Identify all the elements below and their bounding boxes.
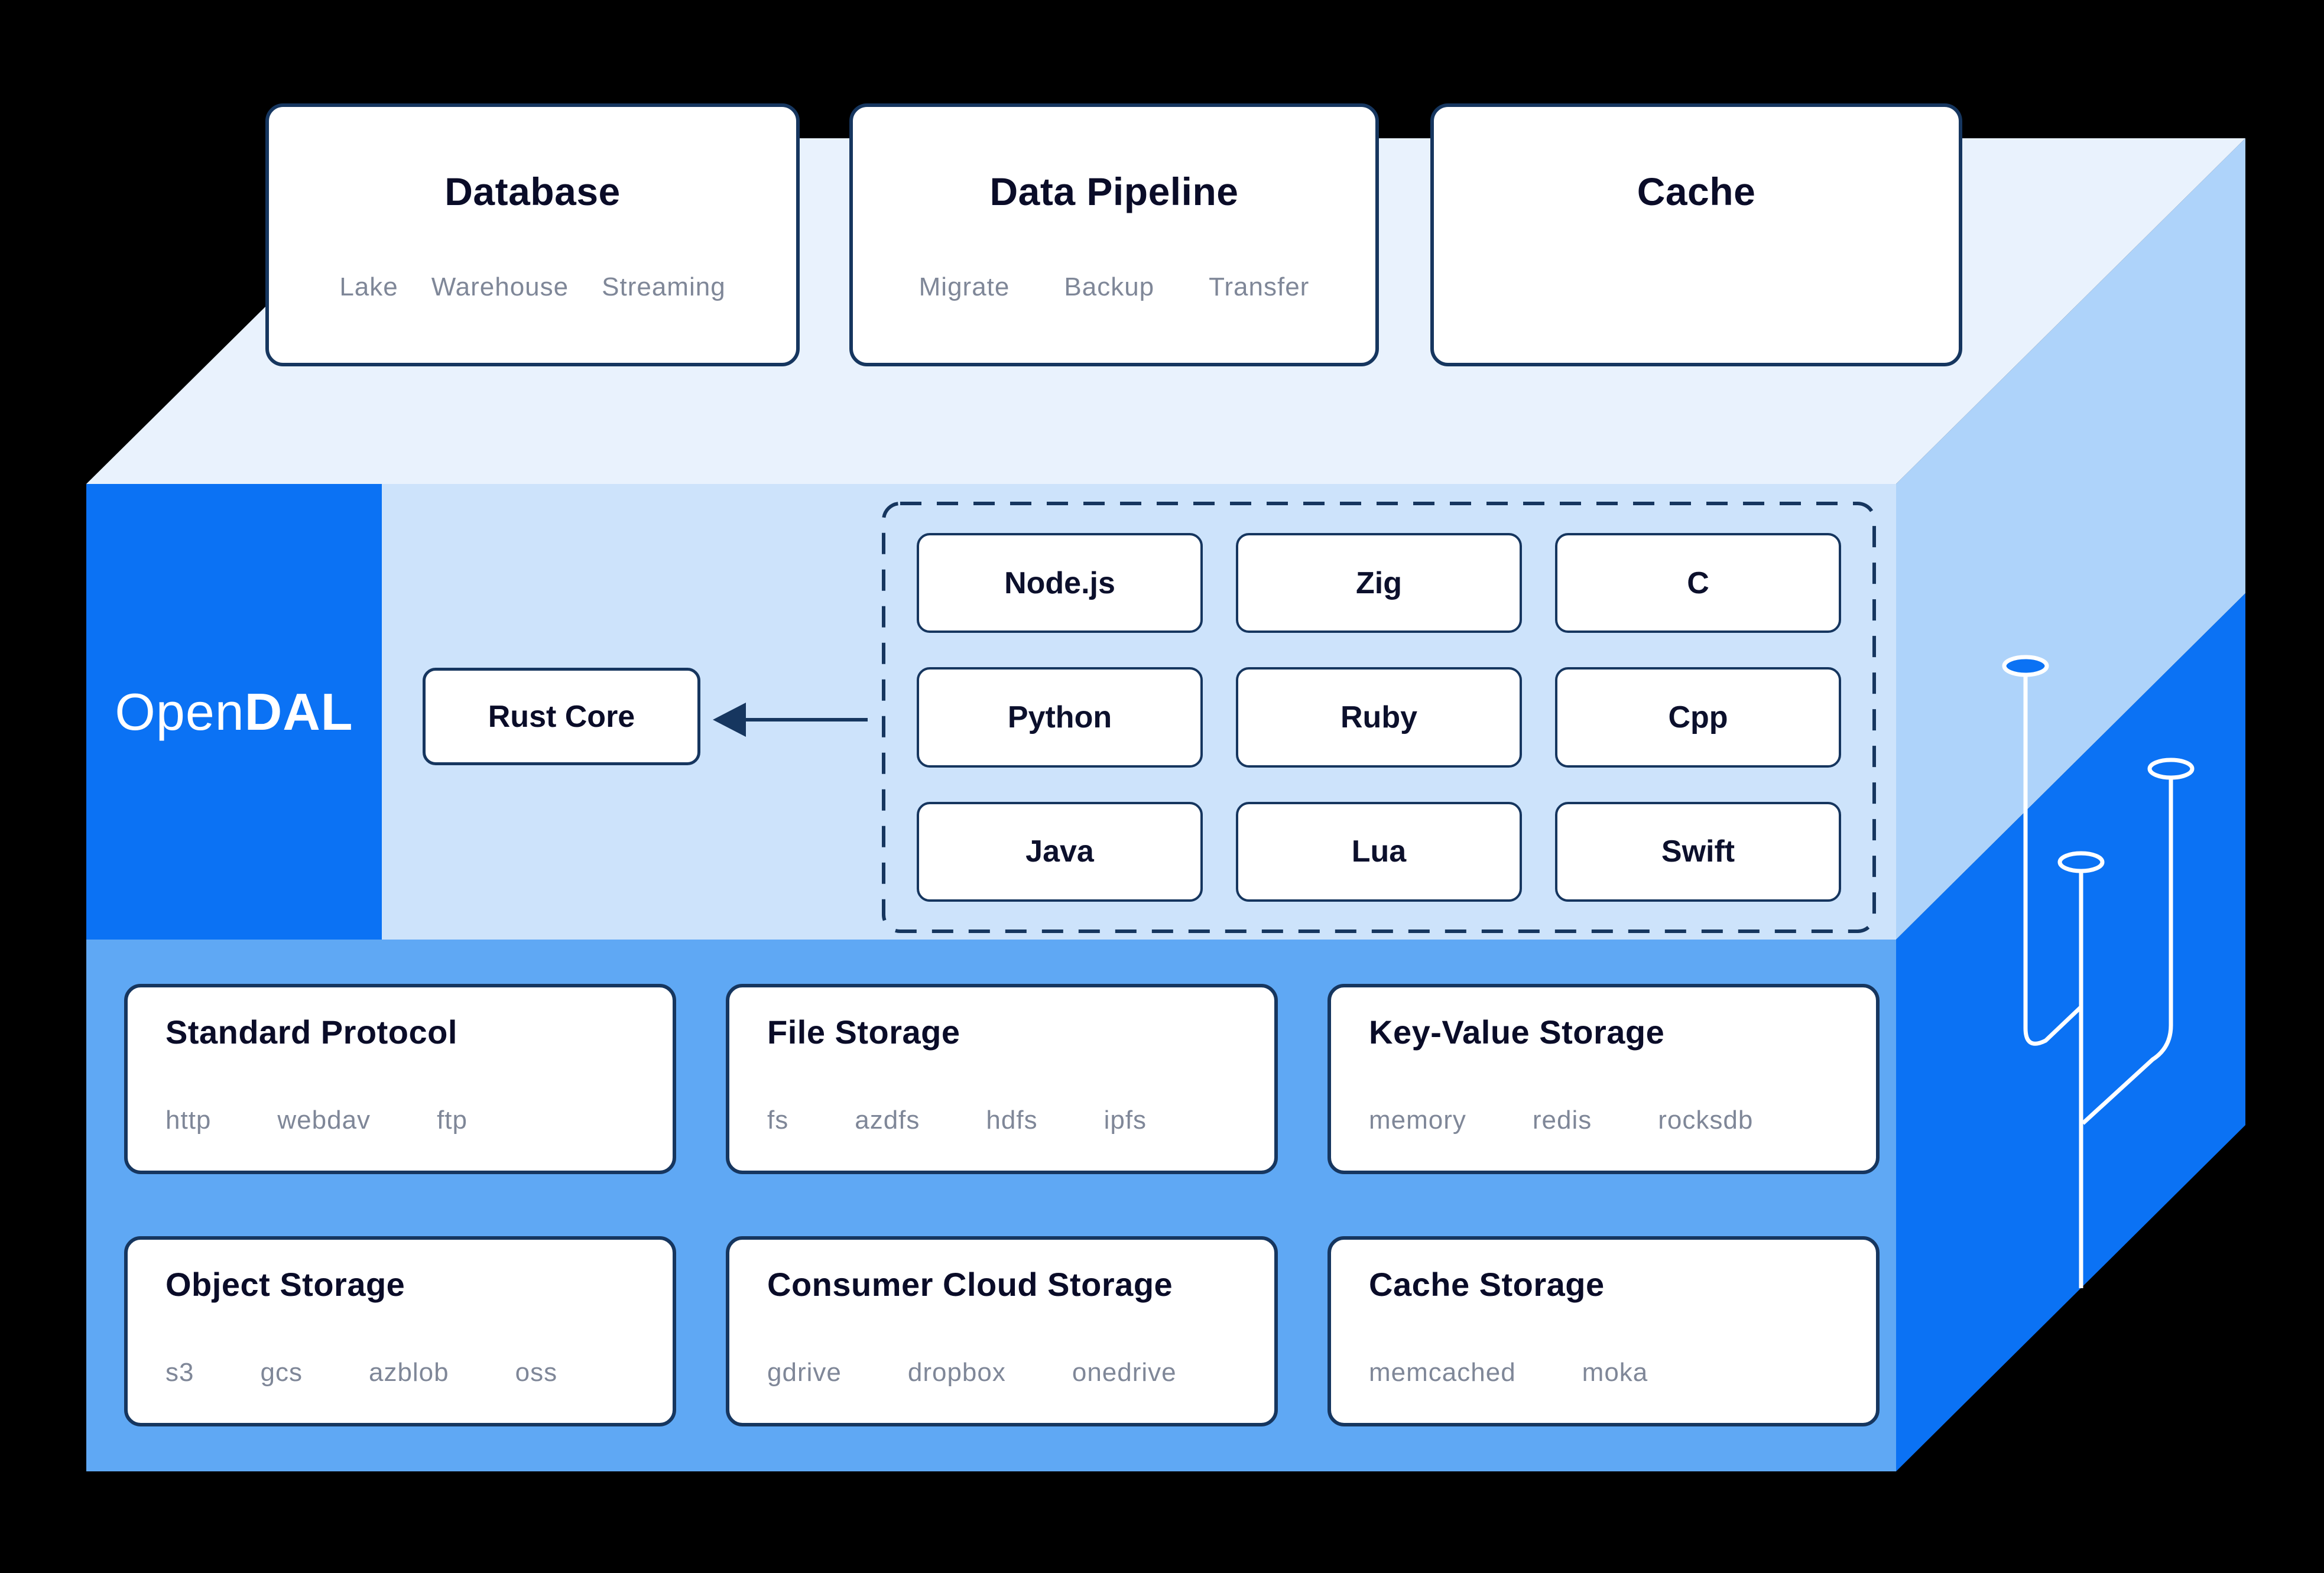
circuit-node-icon bbox=[2002, 655, 2049, 677]
card-item: Transfer bbox=[1209, 272, 1310, 301]
card-items: memory redis rocksdb bbox=[1369, 1106, 1859, 1135]
binding-label: C bbox=[1687, 566, 1709, 600]
card-items: fs azdfs hdfs ipfs bbox=[767, 1106, 1258, 1135]
binding-box-swift: Swift bbox=[1555, 801, 1841, 902]
binding-label: Lua bbox=[1351, 834, 1407, 869]
circuit-nodes bbox=[2002, 655, 2195, 873]
card-item: rocksdb bbox=[1658, 1106, 1754, 1135]
storage-card-cache-storage: Cache Storage memcached moka bbox=[1327, 1236, 1880, 1426]
arrow-head-icon bbox=[713, 703, 746, 737]
card-item: redis bbox=[1532, 1106, 1592, 1135]
opendal-brand-panel bbox=[86, 484, 382, 940]
card-title: Key-Value Storage bbox=[1369, 1013, 1665, 1051]
storage-card-object-storage: Object Storage s3 gcs azblob oss bbox=[124, 1236, 676, 1426]
storage-card-file-storage: File Storage fs azdfs hdfs ipfs bbox=[726, 984, 1278, 1174]
card-item: http bbox=[165, 1106, 212, 1135]
binding-box-cpp: Cpp bbox=[1555, 667, 1841, 768]
binding-label: Cpp bbox=[1668, 700, 1728, 734]
card-items: http webdav ftp bbox=[165, 1106, 656, 1135]
card-item: memcached bbox=[1369, 1358, 1516, 1387]
card-items: Migrate Backup Transfer bbox=[919, 272, 1310, 302]
card-item: Backup bbox=[1064, 272, 1155, 301]
card-item: onedrive bbox=[1072, 1358, 1177, 1387]
card-item: moka bbox=[1582, 1358, 1648, 1387]
card-title: Object Storage bbox=[165, 1266, 405, 1303]
binding-box-ruby: Ruby bbox=[1236, 667, 1522, 768]
bindings-dashed-container bbox=[882, 502, 1876, 933]
logo-text-bold: DAL bbox=[244, 682, 353, 741]
top-card-database: Database Lake Warehouse Streaming bbox=[265, 103, 800, 366]
card-items: Lake Warehouse Streaming bbox=[339, 272, 725, 302]
storage-card-consumer-cloud-storage: Consumer Cloud Storage gdrive dropbox on… bbox=[726, 1236, 1278, 1426]
card-item: ftp bbox=[437, 1106, 468, 1135]
card-item: Streaming bbox=[602, 272, 726, 301]
card-item: ipfs bbox=[1103, 1106, 1147, 1135]
binding-box-nodejs: Node.js bbox=[917, 533, 1203, 633]
card-items: s3 gcs azblob oss bbox=[165, 1358, 656, 1387]
card-item: gdrive bbox=[767, 1358, 842, 1387]
rust-core-label: Rust Core bbox=[488, 699, 635, 734]
card-title: Data Pipeline bbox=[989, 170, 1239, 213]
binding-label: Zig bbox=[1356, 566, 1402, 600]
card-item: Migrate bbox=[918, 272, 1010, 301]
card-title: Cache bbox=[1637, 170, 1756, 213]
storage-card-standard-protocol: Standard Protocol http webdav ftp bbox=[124, 984, 676, 1174]
card-item: gcs bbox=[260, 1358, 303, 1387]
storage-card-key-value-storage: Key-Value Storage memory redis rocksdb bbox=[1327, 984, 1880, 1174]
binding-box-lua: Lua bbox=[1236, 801, 1522, 902]
circuit-trace-right bbox=[2081, 778, 2173, 1125]
circuit-node-icon bbox=[2147, 758, 2195, 780]
card-item: azdfs bbox=[855, 1106, 920, 1135]
circuit-trace-left bbox=[2023, 676, 2083, 1046]
card-item: azblob bbox=[368, 1358, 449, 1387]
binding-label: Ruby bbox=[1340, 700, 1417, 734]
card-item: fs bbox=[767, 1106, 789, 1135]
rust-core-box: Rust Core bbox=[423, 668, 700, 765]
card-item: s3 bbox=[165, 1358, 194, 1387]
card-title: Cache Storage bbox=[1369, 1266, 1605, 1303]
card-item: memory bbox=[1369, 1106, 1466, 1135]
card-items: memcached moka bbox=[1369, 1358, 1859, 1387]
binding-box-zig: Zig bbox=[1236, 533, 1522, 633]
card-item: oss bbox=[515, 1358, 558, 1387]
card-item: dropbox bbox=[907, 1358, 1006, 1387]
binding-label: Node.js bbox=[1004, 566, 1115, 600]
logo-text-regular: Open bbox=[115, 682, 245, 741]
card-title: File Storage bbox=[767, 1013, 960, 1051]
cube-lower-right-face bbox=[1896, 593, 2245, 1471]
language-bindings-grid: Node.js Zig C Python Ruby Cpp Java Lua S… bbox=[884, 503, 1874, 931]
binding-box-c: C bbox=[1555, 533, 1841, 633]
top-card-cache: Cache bbox=[1430, 103, 1962, 366]
bindings-to-core-arrow bbox=[713, 703, 868, 737]
card-item: hdfs bbox=[986, 1106, 1038, 1135]
top-card-data-pipeline: Data Pipeline Migrate Backup Transfer bbox=[849, 103, 1379, 366]
card-title: Standard Protocol bbox=[165, 1013, 457, 1051]
binding-box-python: Python bbox=[917, 667, 1203, 768]
cube-upper-right-face bbox=[1896, 138, 2245, 940]
binding-label: Swift bbox=[1661, 834, 1735, 869]
card-items: gdrive dropbox onedrive bbox=[767, 1358, 1258, 1387]
card-title: Database bbox=[444, 170, 621, 213]
binding-box-java: Java bbox=[917, 801, 1203, 902]
circuit-node-icon bbox=[2057, 851, 2105, 873]
binding-label: Java bbox=[1025, 834, 1094, 869]
circuit-traces bbox=[2023, 676, 2173, 1288]
card-item: webdav bbox=[277, 1106, 371, 1135]
card-item: Warehouse bbox=[431, 272, 569, 301]
card-item: Lake bbox=[339, 272, 398, 301]
card-title: Consumer Cloud Storage bbox=[767, 1266, 1173, 1303]
binding-label: Python bbox=[1007, 700, 1112, 734]
